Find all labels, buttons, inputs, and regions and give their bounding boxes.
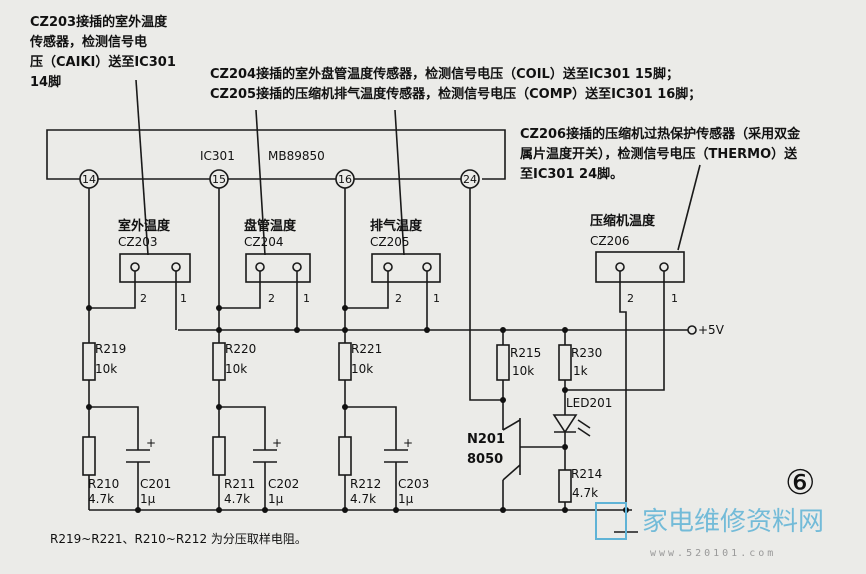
- pin-24: 24: [460, 169, 480, 189]
- ref: C202: [268, 477, 299, 491]
- value: 1k: [573, 364, 588, 378]
- leader-lines: [135, 79, 701, 256]
- value: 4.7k: [572, 486, 598, 500]
- ref: R215: [510, 346, 541, 360]
- pin-15: 15: [209, 169, 229, 189]
- value: 10k: [512, 364, 534, 378]
- ref: R210: [88, 477, 119, 491]
- pin-label: 2: [395, 292, 402, 305]
- transistor-n201: N201 8050: [467, 432, 505, 467]
- resistor-r215: R215 10k: [496, 344, 541, 381]
- cz203-note: CZ203接插的室外温度 传感器，检测信号电 压（CAIKI）送至IC301 1…: [29, 14, 176, 90]
- connector-label: 盘管温度: [244, 218, 297, 234]
- svg-text:+: +: [146, 436, 156, 450]
- pin-14: 14: [79, 169, 99, 189]
- value: 10k: [95, 362, 117, 376]
- pin-label: 2: [627, 292, 634, 305]
- note-line: 压（CAIKI）送至IC301: [30, 54, 176, 70]
- cz206-note: CZ206接插的压缩机过热保护传感器（采用双金 属片温度开关），检测信号电压（T…: [520, 126, 801, 182]
- ic-ref: IC301: [200, 149, 235, 163]
- ref: LED201: [566, 396, 612, 410]
- resistor-r221: R221 10k: [338, 342, 382, 381]
- connector-ref: CZ203: [118, 235, 158, 249]
- value: 1μ: [140, 492, 156, 506]
- value: 4.7k: [224, 492, 250, 506]
- pin-label: 2: [268, 292, 275, 305]
- connector-cz203: 室外温度 CZ203 2 1: [118, 218, 191, 305]
- value: 10k: [225, 362, 247, 376]
- connector-label: 压缩机温度: [590, 213, 656, 229]
- pin-number: 14: [82, 173, 96, 186]
- ref: R220: [225, 342, 256, 356]
- pin-label: 1: [433, 292, 440, 305]
- connector-ref: CZ204: [244, 235, 284, 249]
- note-line: 14脚: [30, 74, 61, 90]
- watermark-url: www.520101.com: [650, 548, 776, 559]
- value: 4.7k: [88, 492, 114, 506]
- value: 1μ: [398, 492, 414, 506]
- connector-label: 室外温度: [118, 218, 171, 234]
- ref: R221: [351, 342, 382, 356]
- value: 10k: [351, 362, 373, 376]
- connector-cz205: 排气温度 CZ205 2 1: [370, 218, 441, 305]
- pin-label: 2: [140, 292, 147, 305]
- connector-cz204: 盘管温度 CZ204 2 1: [244, 218, 311, 305]
- value: 1μ: [268, 492, 284, 506]
- ref: R211: [224, 477, 255, 491]
- ref: R219: [95, 342, 126, 356]
- connector-ref: CZ205: [370, 235, 410, 249]
- ref: R212: [350, 477, 381, 491]
- cz204-note: CZ204接插的室外盘管温度传感器，检测信号电压（COIL）送至IC301 15…: [210, 66, 679, 82]
- led-led201: LED201: [552, 396, 612, 437]
- ref: C201: [140, 477, 171, 491]
- part: 8050: [467, 452, 503, 467]
- pin-16: 16: [335, 169, 355, 189]
- connector-ref: CZ206: [590, 234, 630, 248]
- note-line: 传感器，检测信号电: [29, 34, 147, 50]
- note-line: 属片温度开关），检测信号电压（THERMO）送: [520, 146, 798, 162]
- pin-number: 15: [212, 173, 226, 186]
- supply-label: +5V: [698, 323, 725, 337]
- ic-part: MB89850: [268, 149, 325, 163]
- resistor-r220: R220 10k: [212, 342, 256, 381]
- resistor-r230: R230 1k: [558, 344, 602, 381]
- ic301: IC301 MB89850 14 15 16 24: [46, 129, 506, 189]
- note-line: CZ206接插的压缩机过热保护传感器（采用双金: [520, 126, 801, 142]
- ref: R230: [571, 346, 602, 360]
- ref: N201: [467, 432, 505, 447]
- note-line: CZ203接插的室外温度: [30, 14, 168, 30]
- pin-number: 16: [338, 173, 352, 186]
- junctions: [86, 305, 629, 513]
- cz205-note: CZ205接插的压缩机排气温度传感器，检测信号电压（COMP）送至IC301 1…: [210, 86, 701, 102]
- supply-terminal: [687, 325, 697, 335]
- note-line: 至IC301 24脚。: [520, 166, 623, 182]
- resistor-r214: R214 4.7k: [558, 467, 602, 503]
- pin-label: 1: [671, 292, 678, 305]
- pin-label: 1: [180, 292, 187, 305]
- wires: [88, 188, 688, 533]
- ref: R214: [571, 467, 602, 481]
- resistor-r219: R219 10k: [82, 342, 126, 381]
- value: 4.7k: [350, 492, 376, 506]
- pin-number: 24: [463, 173, 477, 186]
- svg-text:+: +: [272, 436, 282, 450]
- connector-cz206: 压缩机温度 CZ206 2 1: [590, 213, 685, 305]
- ref: C203: [398, 477, 429, 491]
- watermark: 家电维修资料网 www.520101.com: [595, 502, 824, 559]
- pin-label: 1: [303, 292, 310, 305]
- figure-number: ⑥: [785, 463, 815, 503]
- watermark-title: 家电维修资料网: [642, 507, 824, 537]
- svg-text:+: +: [403, 436, 413, 450]
- bottom-note: R219~R221、R210~R212 为分压取样电阻。: [50, 531, 307, 546]
- connector-label: 排气温度: [370, 218, 423, 234]
